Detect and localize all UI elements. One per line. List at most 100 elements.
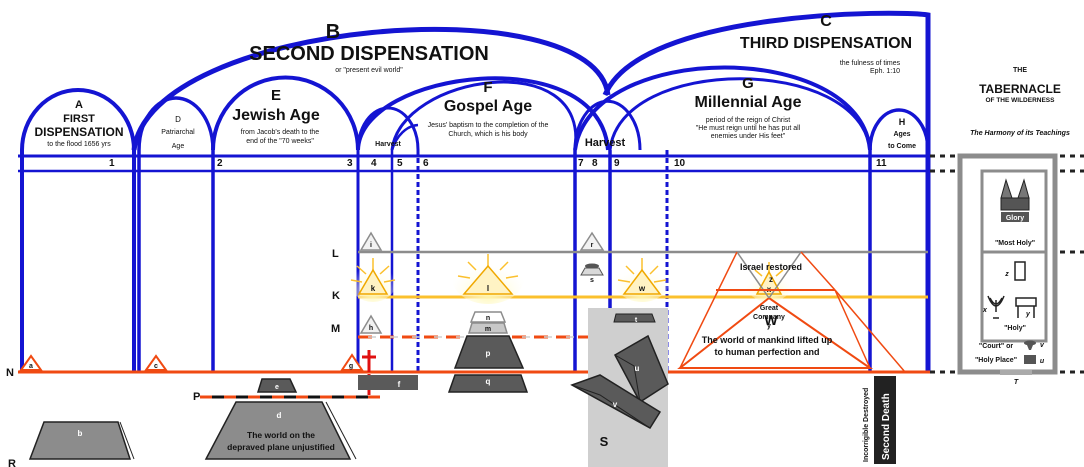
e-sub1: from Jacob's death to the (241, 129, 319, 136)
tabernacle-connectors (930, 154, 1084, 374)
fig-b: b (78, 429, 83, 438)
harvest-label-1: Harvest (375, 141, 401, 148)
fig-k: k (371, 284, 376, 293)
tab-z: z (1004, 271, 1009, 278)
harvest-label-2: Harvest (585, 137, 626, 149)
g-sub3: enemies under His feet" (711, 133, 786, 140)
great-company-2: Company (753, 314, 785, 321)
period-numbers: 1 2 3 4 5 6 7 8 9 10 11 (109, 158, 887, 169)
fig-u: u (635, 364, 640, 373)
arch-harvest-1b (390, 123, 419, 372)
letter-f: F (483, 79, 492, 96)
plane-n: N (6, 367, 14, 379)
d-age: Age (172, 143, 185, 150)
tab-holy: "Holy" (1004, 325, 1026, 332)
title-millennial-age: Millennial Age (695, 94, 802, 111)
world-lifted-2: to human perfection and (714, 347, 819, 357)
a-flood: to the flood 1656 yrs (47, 141, 111, 148)
l-plane-figures: i r s (359, 231, 605, 284)
title-jewish-age: Jewish Age (232, 107, 320, 124)
fig-n: n (486, 315, 490, 322)
letter-b: B (326, 21, 340, 43)
tab-x: x (982, 307, 988, 314)
period-1: 1 (109, 158, 115, 169)
fig-p: p (486, 349, 491, 358)
arch-third-dispensation (602, 10, 931, 372)
h-ages: Ages (893, 131, 910, 138)
section-labels: A FIRST DISPENSATION to the flood 1656 y… (34, 75, 916, 150)
second-death-label: Second Death (881, 393, 892, 460)
s-region: t u v S (570, 308, 669, 467)
title-third-dispensation: THIRD DISPENSATION (740, 35, 912, 52)
letter-d: D (175, 115, 181, 124)
fig-i: i (370, 242, 372, 249)
plane-p: P (193, 391, 200, 403)
arch-harvest-2 (573, 99, 642, 151)
period-2: 2 (217, 158, 223, 169)
plane-l: L (332, 248, 339, 260)
letter-g: G (742, 75, 754, 92)
f-sub1: Jesus' baptism to the completion of the (428, 122, 549, 129)
e-sub2: end of the "70 weeks" (246, 138, 314, 145)
fig-a: a (29, 363, 33, 370)
fig-y: y (767, 323, 771, 330)
fig-w: w (638, 284, 646, 293)
fig-s: s (590, 277, 594, 284)
fig-c: c (154, 363, 158, 370)
tab-harmony: The Harmony of its Teachings (970, 130, 1070, 137)
period-5: 5 (397, 158, 403, 169)
g-sub1: period of the reign of Christ (706, 117, 790, 124)
depraved-1: The world on the (247, 430, 315, 440)
fig-t: t (635, 317, 638, 324)
p-plane-figures: e d The world on the depraved plane unju… (28, 378, 357, 460)
letter-a: A (75, 99, 83, 111)
fig-r: r (591, 242, 594, 249)
incorrigible-label: Incorrigible Destroyed (863, 388, 870, 462)
letter-c: C (820, 13, 832, 30)
gospel-stack: n m p q (447, 311, 529, 393)
letter-h: H (899, 117, 906, 127)
tab-v: v (1040, 342, 1045, 349)
israel-restored: Israel restored (740, 262, 802, 272)
title-second-dispensation: SECOND DISPENSATION (249, 43, 489, 65)
tab-sub: OF THE WILDERNESS (986, 97, 1056, 104)
arch-gospel-2 (390, 80, 578, 151)
period-8: 8 (592, 158, 598, 169)
fig-m: m (485, 326, 491, 333)
period-3: 3 (347, 158, 353, 169)
a-first: FIRST (63, 113, 95, 125)
h-to-come: to Come (888, 143, 916, 150)
plane-m: M (331, 323, 340, 335)
world-lifted-1: The world of mankind lifted up (702, 335, 833, 345)
g-sub2: "He must reign until he has put all (696, 125, 801, 132)
arch-patriarchal (137, 96, 215, 372)
tab-title: TABERNACLE (979, 82, 1061, 96)
w-label: W (764, 312, 778, 328)
sunburst-w (614, 258, 670, 302)
subtitle-third-1: the fulness of times (840, 60, 901, 67)
millennial-pyramid (677, 251, 906, 373)
period-7: 7 (578, 158, 584, 169)
tab-court-2: "Holy Place" (975, 357, 1017, 364)
title-gospel-age: Gospel Age (444, 98, 532, 115)
plane-r: R (8, 458, 16, 467)
period-10: 10 (674, 158, 686, 169)
fig-z: z (769, 275, 773, 284)
tab-most-holy: "Most Holy" (995, 240, 1035, 247)
great-company-1: Great (760, 305, 779, 312)
fig-d: d (277, 411, 282, 420)
fig-v: v (613, 400, 618, 409)
arch-millennial-2 (608, 77, 872, 151)
fig-h: h (369, 325, 373, 332)
tab-t: T (1014, 379, 1019, 386)
fig-l: l (487, 284, 489, 293)
pyramid-labels: Great Company y Israel restored z W The … (702, 262, 833, 357)
sunburst-l (452, 252, 524, 304)
tab-u: u (1040, 358, 1045, 365)
a-dispensation: DISPENSATION (34, 125, 123, 139)
plane-labels: K L M N P R (6, 248, 340, 467)
subtitle-third-2: Eph. 1:10 (870, 68, 900, 75)
arch-millennial (573, 65, 872, 151)
tabernacle-panel: THE TABERNACLE OF THE WILDERNESS The Har… (957, 67, 1070, 386)
